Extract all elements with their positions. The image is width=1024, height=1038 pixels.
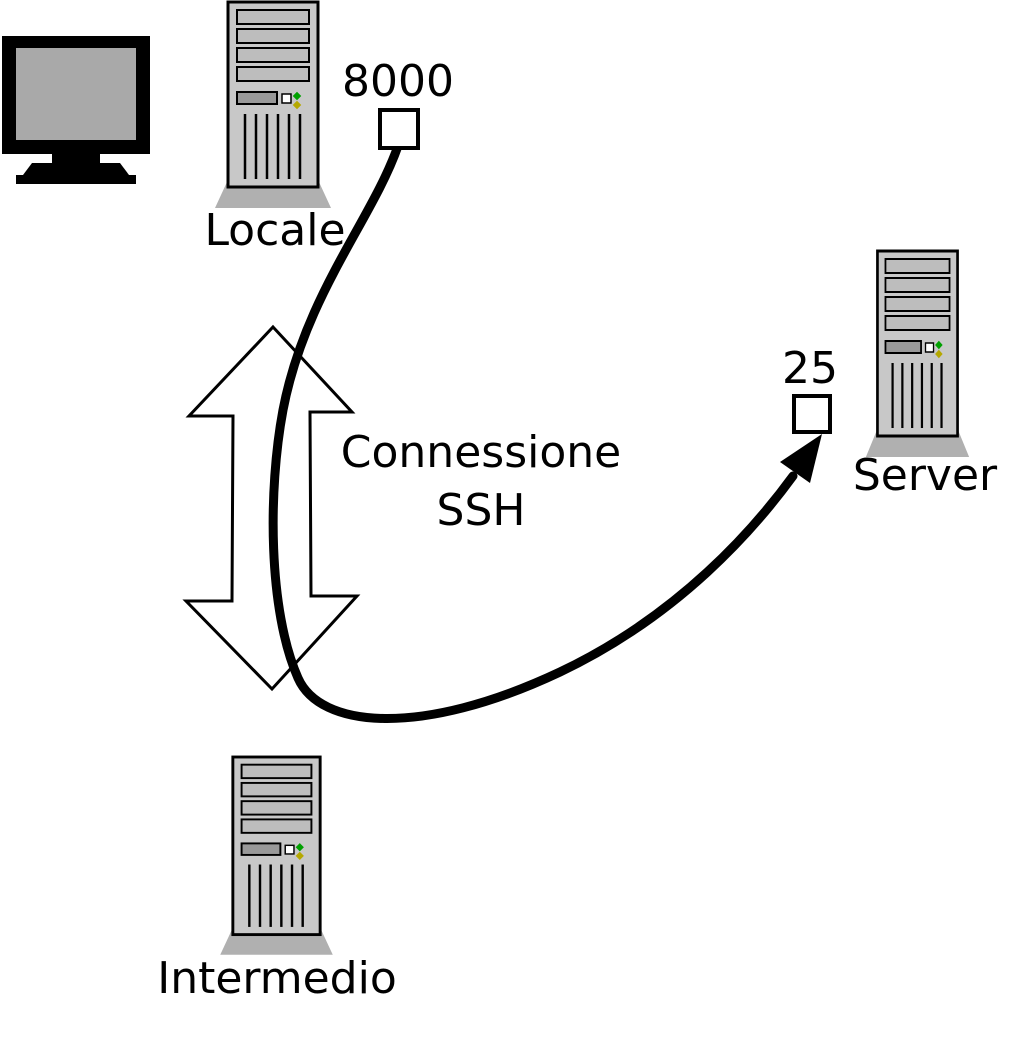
monitor-neck bbox=[52, 154, 100, 163]
server-node-label: Server bbox=[852, 450, 998, 501]
local-tower-icon bbox=[213, 0, 333, 210]
monitor-base bbox=[16, 175, 136, 184]
tunnel-curve-line bbox=[268, 141, 798, 723]
tunnel-arrowhead-icon bbox=[780, 434, 822, 483]
intermediate-tower-icon bbox=[218, 755, 335, 957]
monitor-icon bbox=[2, 36, 150, 184]
local-port-label: 8000 bbox=[342, 56, 454, 107]
monitor-screen bbox=[14, 46, 138, 142]
server-tower-icon bbox=[864, 249, 971, 459]
ssh-connection-label-line2: SSH bbox=[436, 485, 526, 536]
server-port-box bbox=[792, 394, 832, 434]
local-port-box bbox=[378, 108, 420, 150]
ssh-connection-label-line1: Connessione bbox=[340, 427, 622, 478]
ssh-connection-label: Connessione SSH bbox=[331, 424, 631, 540]
server-port-label: 25 bbox=[782, 343, 838, 394]
local-node-label: Locale bbox=[204, 205, 346, 256]
monitor-pedestal bbox=[23, 163, 129, 175]
intermediate-node-label: Intermedio bbox=[157, 953, 397, 1004]
